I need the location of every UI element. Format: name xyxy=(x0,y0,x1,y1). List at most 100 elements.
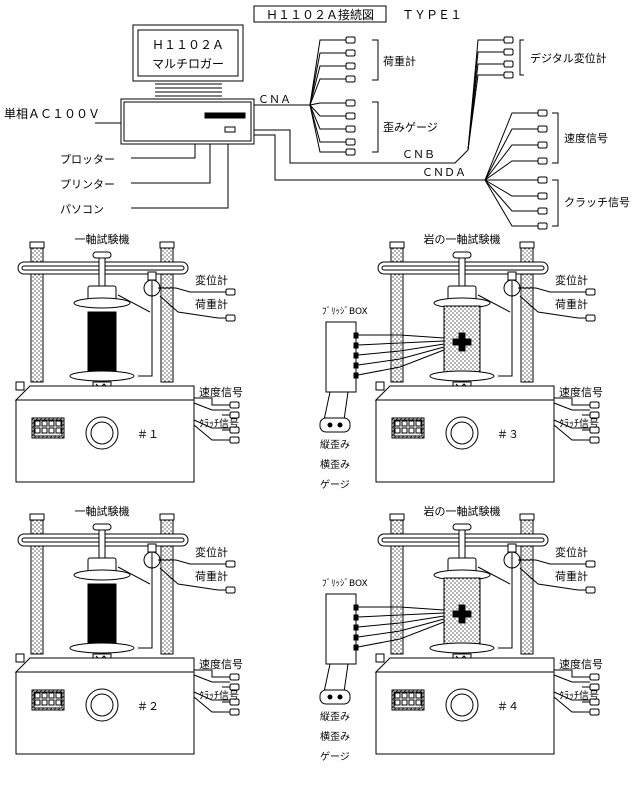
label-speed: 速度信号 xyxy=(559,657,603,671)
label-strain-top: 歪みゲージ xyxy=(383,121,438,134)
sensor-connector xyxy=(530,157,548,165)
label-speed: 速度信号 xyxy=(559,385,603,399)
column xyxy=(390,247,404,383)
fan-wire xyxy=(484,112,530,181)
fan-wire xyxy=(484,128,530,181)
multi-logger: Ｈ１１０２Ａ マルチロガー xyxy=(120,24,255,145)
sensor-fanouts xyxy=(309,36,548,230)
speed-connector xyxy=(222,673,240,681)
machine-number: ＃１ xyxy=(137,428,159,441)
type-label: ＴＹＰＥ１ xyxy=(402,8,462,22)
label-speed-top: 速度信号 xyxy=(564,131,608,145)
label-gauge: ゲージ xyxy=(320,479,350,491)
speed-connector xyxy=(222,683,240,691)
label-bridge-box: ﾌﾞﾘｯｼﾞBOX xyxy=(322,306,368,317)
specimen xyxy=(87,311,117,375)
sensor-connector xyxy=(530,141,548,149)
displacement-connector xyxy=(578,288,596,296)
displacement-connector xyxy=(578,560,596,568)
digital-displacement-fanout xyxy=(467,36,514,151)
machine-number: ＃４ xyxy=(497,700,519,713)
load-cell-fanout xyxy=(309,36,356,106)
sensor-connector xyxy=(496,71,514,79)
sensor-connector xyxy=(338,62,356,70)
clutch-connector xyxy=(222,698,240,706)
speed-connector xyxy=(582,401,600,409)
fan-wire xyxy=(309,78,338,106)
sensor-connector xyxy=(530,109,548,117)
fan-wire xyxy=(309,39,338,106)
machine-title: 岩の一軸試験機 xyxy=(424,504,501,518)
sensor-connector xyxy=(338,112,356,120)
sensor-connector xyxy=(338,148,356,156)
output-cables xyxy=(131,144,229,209)
cable-cnda: ＣＮＤＡ xyxy=(422,166,466,179)
label-horizontal-strain: 横歪み xyxy=(320,730,350,743)
column xyxy=(390,519,404,655)
label-vertical-strain: 縦歪み xyxy=(320,710,350,723)
label-displacement: 変位計 xyxy=(555,273,588,287)
clutch-connector xyxy=(222,426,240,434)
label-displacement: 変位計 xyxy=(555,545,588,559)
sensor-connector xyxy=(338,125,356,133)
column xyxy=(520,247,534,383)
sensor-connector xyxy=(496,60,514,68)
fan-wire xyxy=(309,104,338,117)
speed-connector xyxy=(222,411,240,419)
label-clutch: ｸﾗｯﾁ信号 xyxy=(559,690,599,702)
column xyxy=(160,519,174,655)
fan-wire xyxy=(309,104,338,153)
bridge-box xyxy=(325,593,357,665)
label-displacement: 変位計 xyxy=(195,545,228,559)
fan-wire xyxy=(309,102,338,106)
label-bridge-box: ﾌﾞﾘｯｼﾞBOX xyxy=(322,578,368,589)
label-load: 荷重計 xyxy=(195,297,228,311)
sensor-connector xyxy=(530,125,548,133)
test-machine-4: 岩の一軸試験機変位計荷重計＃４速度信号ｸﾗｯﾁ信号ﾌﾞﾘｯｼﾞBOX縦歪み横歪み… xyxy=(319,504,603,763)
label-load: 荷重計 xyxy=(555,297,588,311)
logger-name: マルチロガー xyxy=(152,57,224,71)
sensor-connector xyxy=(338,99,356,107)
fan-wire xyxy=(309,104,338,143)
load-connector xyxy=(218,586,236,594)
sensor-connector xyxy=(496,48,514,56)
sensor-connector xyxy=(530,222,548,230)
clutch-signal-fanout xyxy=(484,176,548,230)
clutch-connector xyxy=(582,436,600,444)
machine-number: ＃２ xyxy=(137,700,159,713)
fan-wire xyxy=(467,74,496,151)
fan-wire xyxy=(484,179,530,197)
clutch-connector xyxy=(582,708,600,716)
label-displacement: 変位計 xyxy=(195,273,228,287)
label-clutch: ｸﾗｯﾁ信号 xyxy=(559,418,599,430)
column xyxy=(520,519,534,655)
label-load-top: 荷重計 xyxy=(383,54,416,68)
sensor-connector xyxy=(496,36,514,44)
test-machine-2: 岩の一軸試験機変位計荷重計＃３速度信号ｸﾗｯﾁ信号ﾌﾞﾘｯｼﾞBOX縦歪み横歪み… xyxy=(319,232,603,491)
fan-wire xyxy=(484,160,530,181)
displacement-connector xyxy=(218,560,236,568)
displacement-connector xyxy=(218,288,236,296)
label-vertical-strain: 縦歪み xyxy=(320,438,350,451)
title-box xyxy=(253,5,387,23)
cable-cnb: ＣＮＢ xyxy=(402,148,435,161)
label-digital-disp: デジタル変位計 xyxy=(530,51,607,65)
power-label: 単相ＡＣ１００Ｖ xyxy=(4,107,100,121)
fan-wire xyxy=(467,39,496,151)
clutch-connector xyxy=(222,708,240,716)
speed-connector xyxy=(582,683,600,691)
column xyxy=(30,247,44,383)
test-machines: 一軸試験機変位計荷重計＃１速度信号ｸﾗｯﾁ信号岩の一軸試験機変位計荷重計＃３速度… xyxy=(14,232,603,763)
column xyxy=(30,519,44,655)
speed-connector xyxy=(222,401,240,409)
bridge-box xyxy=(325,321,357,393)
label-clutch-top: クラッチ信号 xyxy=(564,196,630,209)
clutch-connector xyxy=(582,426,600,434)
output-plotter: プロッター xyxy=(60,153,115,166)
sensor-connector xyxy=(338,138,356,146)
label-speed: 速度信号 xyxy=(199,657,243,671)
label-gauge: ゲージ xyxy=(320,751,350,763)
output-printer: プリンター xyxy=(60,178,115,191)
